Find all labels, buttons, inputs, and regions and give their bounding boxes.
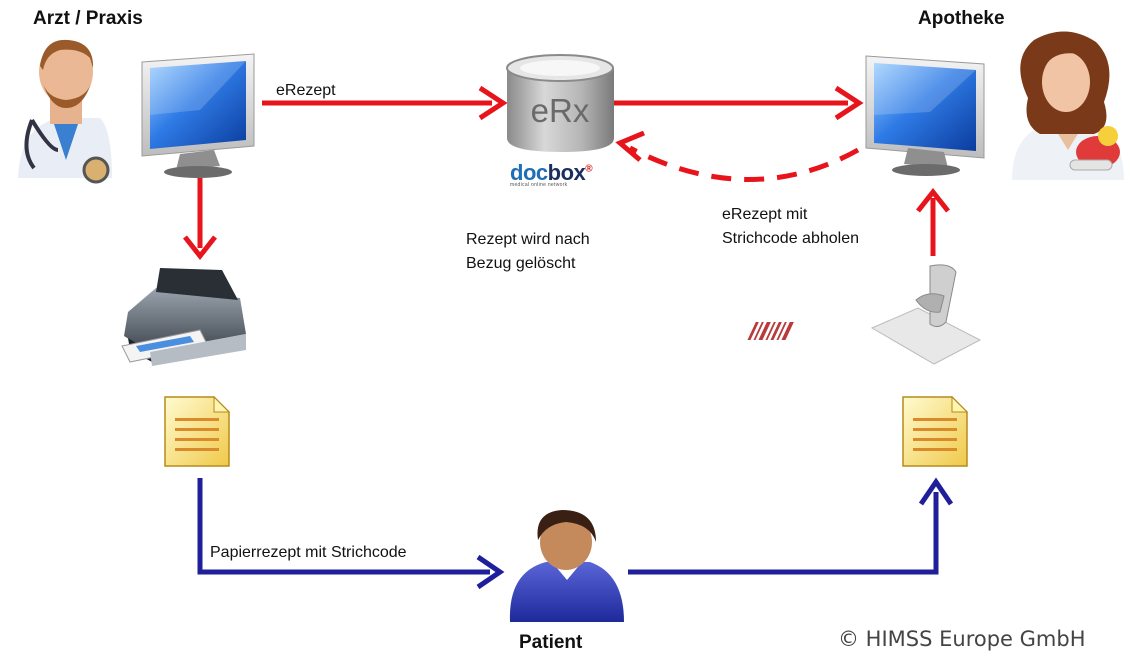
- docbox-wordmark: docbox®: [510, 160, 620, 186]
- apotheke-title: Apotheke: [918, 8, 1005, 29]
- apotheke-monitor-icon: [865, 55, 985, 176]
- patient-title: Patient: [519, 632, 583, 653]
- copyright-notice: © HIMSS Europe GmbH: [838, 627, 1086, 651]
- arzt-praxis-title: Arzt / Praxis: [33, 8, 143, 29]
- papierrezept-arrow-label: Papierrezept mit Strichcode: [210, 544, 407, 561]
- arrow-scanner-to-monitor: [916, 187, 950, 256]
- arrow-erezept-to-server: [262, 85, 508, 121]
- rezept-deletion-note: Rezept wird nach Bezug gelöscht: [466, 228, 666, 276]
- server-label: eRx: [531, 92, 590, 129]
- arrow-patient-to-paper: [628, 477, 954, 575]
- barcode-scanner-icon: [747, 264, 982, 365]
- paper-prescription-left-icon: [164, 395, 231, 467]
- rezept-note-line-2: Bezug gelöscht: [466, 255, 576, 272]
- abholen-arrow-label: eRezept mit Strichcode abholen: [722, 203, 922, 251]
- docbox-logo: docbox® medical online network: [510, 160, 620, 194]
- arrow-paper-to-patient: [197, 478, 505, 590]
- arrow-server-to-apotheke: [606, 85, 864, 121]
- abholen-line-1: eRezept mit: [722, 206, 808, 223]
- paper-prescription-right-icon: [902, 395, 969, 467]
- docbox-doc-text: doc: [510, 160, 548, 185]
- docbox-box-text: box: [547, 160, 586, 185]
- erezept-arrow-label: eRezept: [276, 82, 336, 99]
- patient-icon: [509, 510, 624, 622]
- docbox-registered-mark: ®: [585, 163, 593, 175]
- arrow-abholen-dashed: [615, 130, 860, 182]
- rezept-note-line-1: Rezept wird nach: [466, 231, 590, 248]
- erx-database-icon: eRx: [506, 54, 614, 152]
- printer-icon: [121, 268, 246, 366]
- pharmacist-icon: [1012, 31, 1124, 180]
- docbox-tagline: medical online network: [510, 182, 568, 188]
- arrow-monitor-to-printer: [183, 178, 217, 261]
- abholen-line-2: Strichcode abholen: [722, 230, 859, 247]
- arzt-monitor-icon: [141, 53, 255, 178]
- doctor-icon: [18, 39, 112, 184]
